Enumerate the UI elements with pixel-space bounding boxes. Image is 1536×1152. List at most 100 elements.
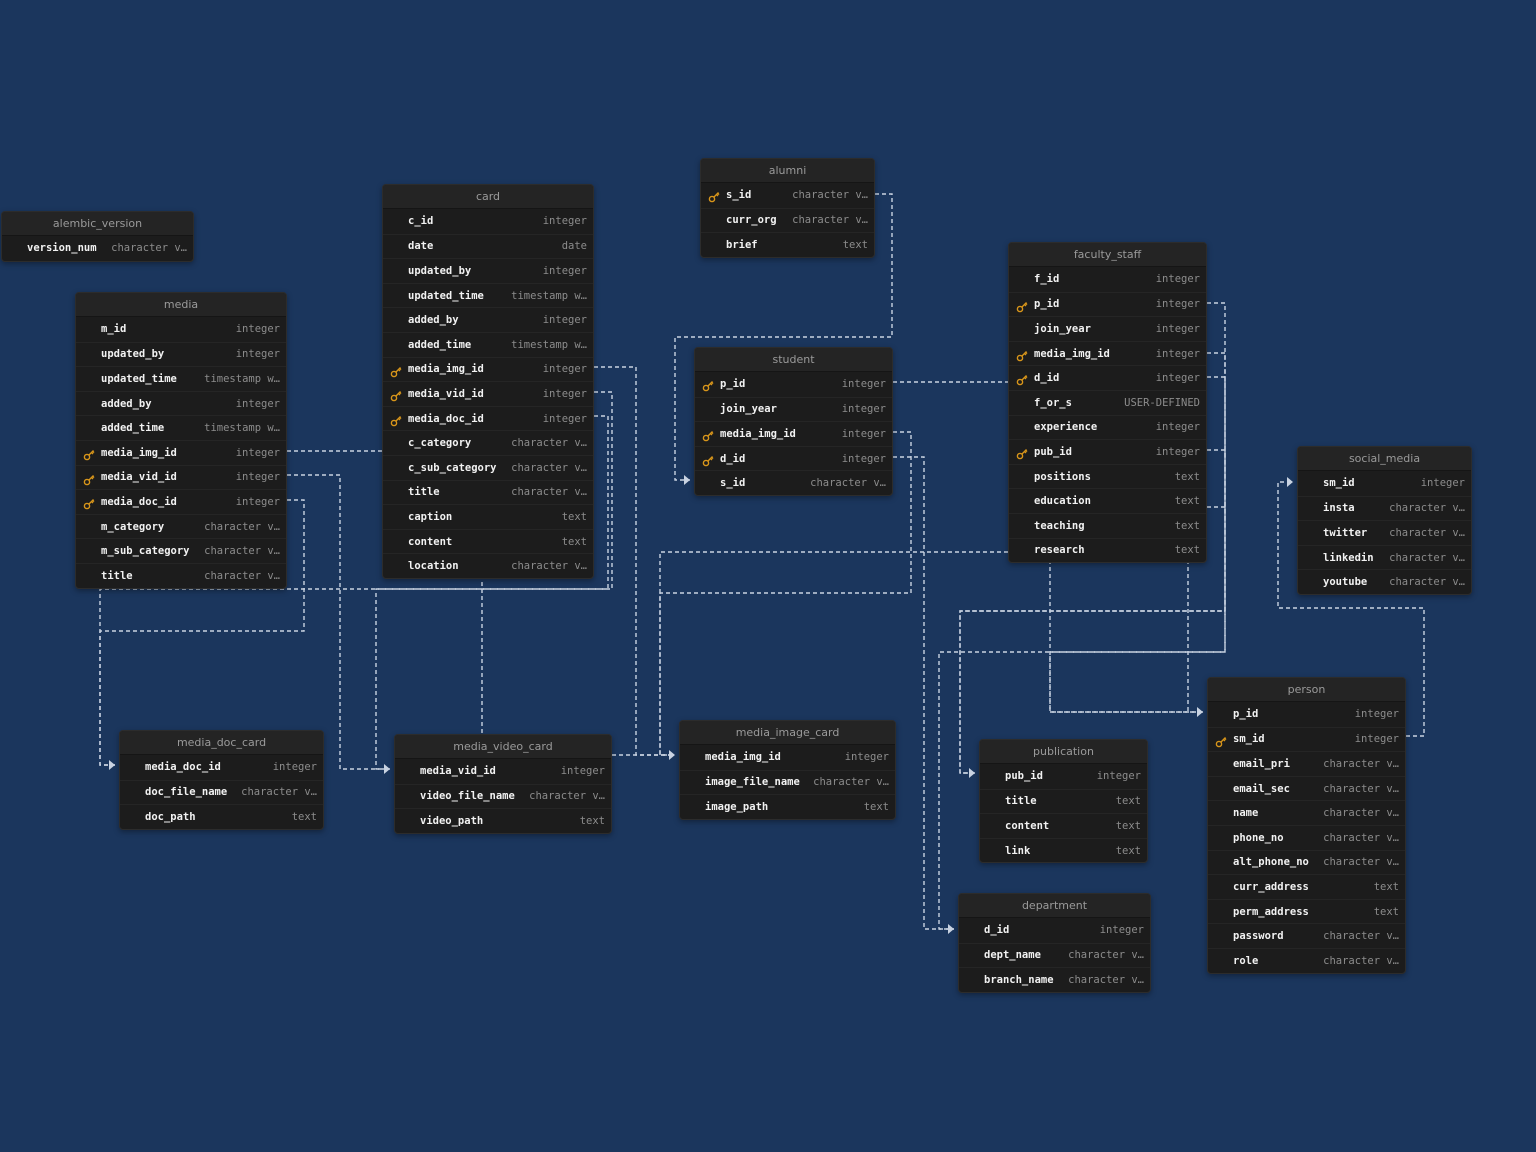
table-title: media_image_card xyxy=(680,721,895,745)
field-type: integer xyxy=(542,412,587,425)
field-type: character v… xyxy=(204,520,280,533)
field-name: date xyxy=(408,240,434,253)
table-title: alembic_version xyxy=(2,212,193,236)
field-type: integer xyxy=(542,215,587,228)
